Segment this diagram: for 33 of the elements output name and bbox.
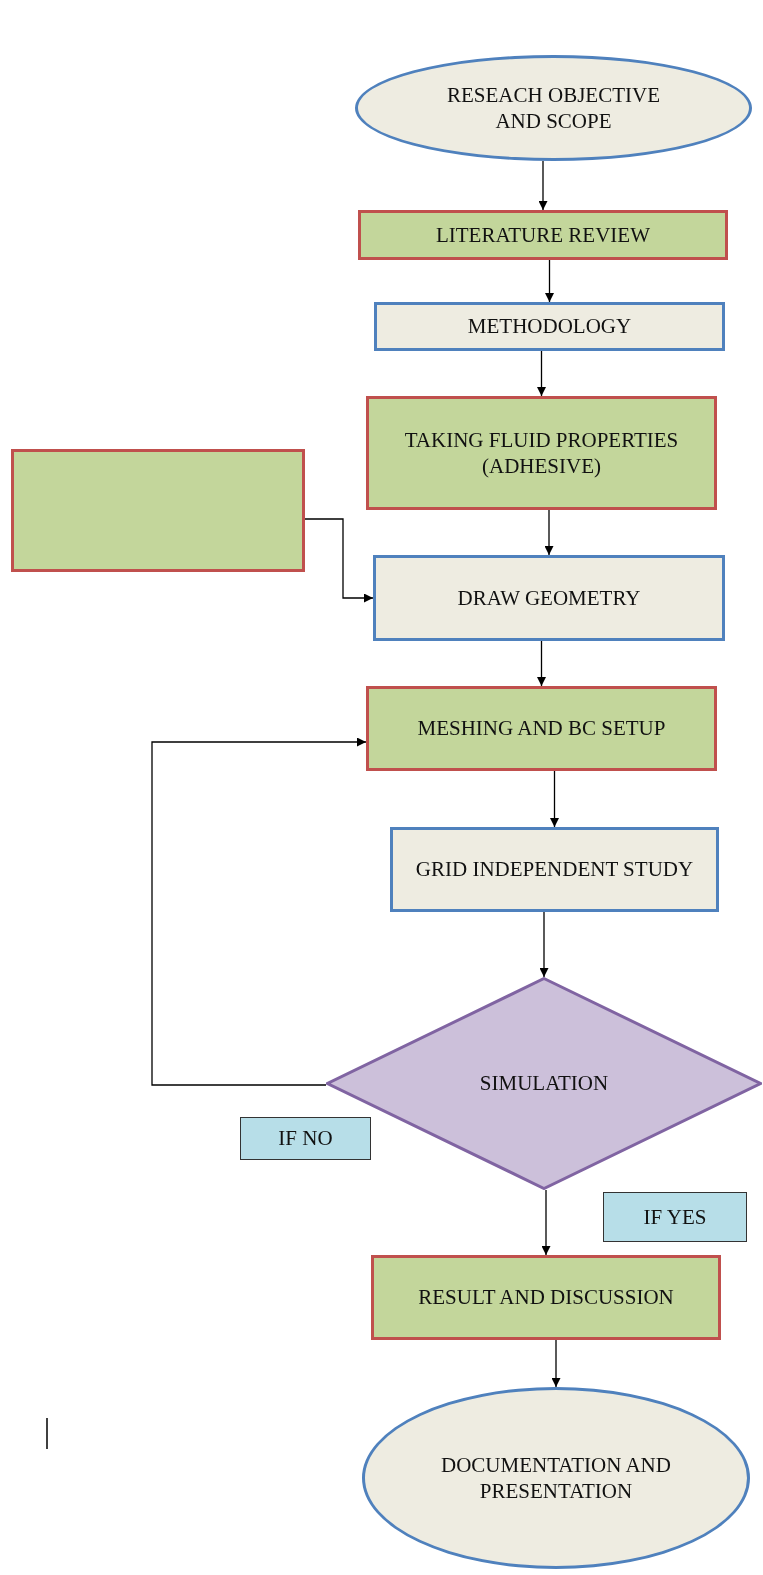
condition-box [603, 1192, 747, 1242]
node-label: DOCUMENTATION AND PRESENTATION [440, 1451, 672, 1505]
process-box [374, 302, 725, 351]
node-label: RESEACH OBJECTIVE AND SCOPE [446, 81, 661, 135]
arrow [539, 911, 549, 978]
arrow [537, 350, 546, 397]
process-box [358, 210, 728, 260]
node-label: RESULT AND DISCUSSION [417, 1284, 675, 1311]
node-label: SIMULATION [478, 1070, 610, 1097]
process-box [11, 449, 305, 572]
arrow [541, 1189, 551, 1256]
arrow [537, 640, 546, 687]
node-label: METHODOLOGY [466, 313, 633, 340]
process-box [366, 686, 717, 771]
process-box [373, 555, 725, 641]
arrow [538, 160, 548, 211]
arrow [545, 259, 554, 303]
process-box [366, 396, 717, 510]
arrow [544, 509, 554, 556]
arrow [551, 1339, 561, 1388]
node-label: TAKING FLUID PROPERTIES (ADHESIVE) [403, 426, 680, 480]
node-label: IF YES [642, 1203, 708, 1231]
condition-box [240, 1117, 371, 1160]
node-label: DRAW GEOMETRY [456, 584, 642, 612]
process-box [371, 1255, 721, 1340]
arrow [151, 737, 367, 1086]
arrow [304, 518, 374, 603]
node-label: LITERATURE REVIEW [434, 221, 651, 249]
arrow [550, 770, 559, 828]
node-label: MESHING AND BC SETUP [416, 715, 667, 742]
node-label: IF NO [277, 1125, 334, 1152]
process-box [390, 827, 719, 912]
node-label: GRID INDEPENDENT STUDY [414, 856, 695, 883]
